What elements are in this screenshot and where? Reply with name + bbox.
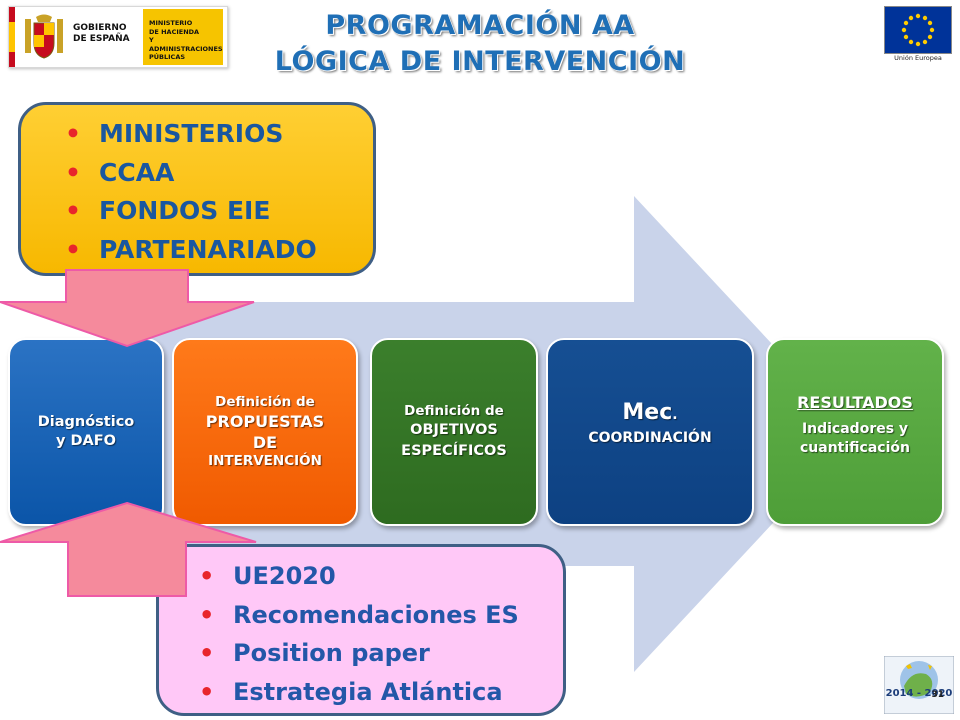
bullet-icon: • [199, 677, 215, 706]
card-resultados: RESULTADOS Indicadores y cuantificación [766, 338, 944, 526]
card-objetivos-line-2: OBJETIVOS [410, 421, 498, 438]
bullet-icon: • [65, 196, 81, 225]
card-objetivos-line-3: ESPECÍFICOS [401, 442, 507, 459]
card-propuestas: Definición de PROPUESTAS DE INTERVENCIÓN [172, 338, 358, 526]
arrow-up-icon [0, 501, 257, 597]
bullet-icon: • [65, 119, 81, 148]
programming-period-badge-icon: 2014 - 2020 [884, 656, 954, 714]
card-diagnostico-line-1: Diagnóstico [37, 414, 135, 430]
government-name: GOBIERNO DE ESPAÑA [73, 23, 130, 44]
list-item: •PARTENARIADO [65, 231, 317, 270]
page-title-line-2: LÓGICA DE INTERVENCIÓN [274, 46, 686, 77]
card-propuestas-line-3: DE [252, 433, 278, 452]
bullet-icon: • [65, 234, 81, 264]
card-mecanismos-line-2: COORDINACIÓN [588, 430, 712, 446]
bullet-icon: • [199, 639, 215, 667]
actors-list: •MINISTERIOS •CCAA •FONDOS EIE •PARTENAR… [65, 115, 317, 270]
list-item: •UE2020 [199, 557, 519, 596]
eu-flag-icon [884, 6, 952, 54]
ministry-name: MINISTERIO DE HACIENDA Y ADMINISTRACIONE… [149, 19, 223, 61]
card-diagnostico: Diagnóstico y DAFO [8, 338, 164, 526]
card-propuestas-line-1: Definición de [215, 394, 315, 410]
card-resultados-line-3: cuantificación [800, 440, 910, 456]
card-objetivos: Definición de OBJETIVOS ESPECÍFICOS [370, 338, 538, 526]
list-item: •MINISTERIOS [65, 115, 317, 154]
bullet-icon: • [65, 157, 81, 187]
list-item: •Position paper [199, 634, 519, 673]
card-mecanismos-title: Mec. [622, 400, 678, 425]
coat-of-arms-icon [25, 14, 63, 59]
government-logo: GOBIERNO DE ESPAÑA MINISTERIO DE HACIEND… [8, 6, 228, 68]
list-item: •Estrategia Atlántica [199, 673, 519, 712]
list-item: •Recomendaciones ES [199, 596, 519, 635]
card-objetivos-line-1: Definición de [404, 402, 504, 419]
period-years: 2014 - 2020 [886, 688, 953, 699]
references-box: •UE2020 •Recomendaciones ES •Position pa… [156, 544, 566, 716]
eu-label: Unión Europea [894, 54, 942, 62]
card-resultados-title: RESULTADOS [797, 393, 913, 412]
list-item: •CCAA [65, 154, 317, 193]
eu-logo: Unión Europea [882, 6, 954, 64]
ministry-label-box: MINISTERIO DE HACIENDA Y ADMINISTRACIONE… [143, 9, 223, 65]
list-item: •FONDOS EIE [65, 192, 317, 231]
arrow-down-icon [0, 269, 255, 348]
bullet-icon: • [199, 600, 215, 629]
spain-flag-stripe [9, 7, 15, 67]
page-title-line-1: PROGRAMACIÓN AA [325, 10, 635, 41]
card-propuestas-line-4: INTERVENCIÓN [208, 453, 322, 469]
slide-number: 31 [931, 690, 944, 700]
card-resultados-line-2: Indicadores y [801, 421, 909, 437]
references-list: •UE2020 •Recomendaciones ES •Position pa… [199, 557, 519, 712]
card-propuestas-line-2: PROPUESTAS [205, 412, 325, 431]
card-mecanismos: Mec. COORDINACIÓN [546, 338, 754, 526]
card-diagnostico-line-2: y DAFO [56, 433, 116, 449]
actors-box: •MINISTERIOS •CCAA •FONDOS EIE •PARTENAR… [18, 102, 376, 276]
bullet-icon: • [199, 562, 215, 590]
